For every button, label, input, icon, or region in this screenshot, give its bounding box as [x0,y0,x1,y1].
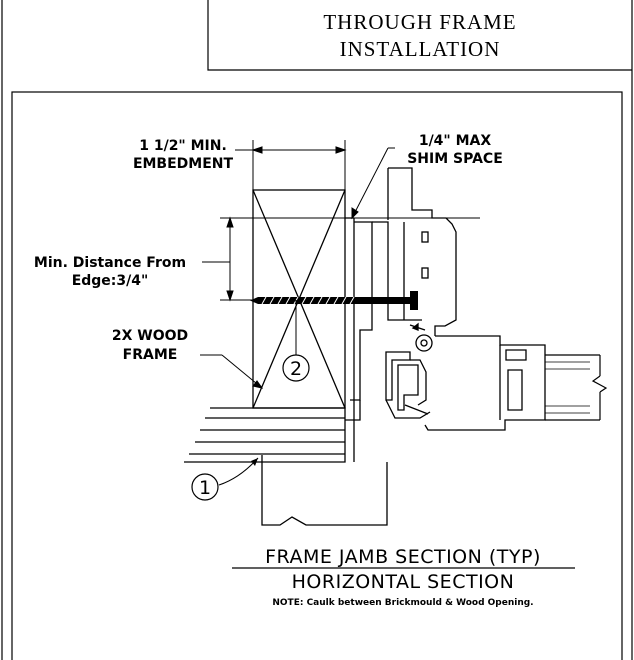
title-block: THROUGH FRAME INSTALLATION [207,0,632,71]
title-line-1: THROUGH FRAME [323,10,516,34]
embedment-label-line-2: EMBEDMENT [133,156,234,172]
installation-screw [250,291,418,310]
wood-frame-leader [200,354,264,389]
caption-subtitle: HORIZONTAL SECTION [292,571,515,593]
glass-unit [545,354,608,421]
edge-distance-dimension [202,216,345,302]
caption-title: FRAME JAMB SECTION (TYP) [265,546,541,568]
caption: FRAME JAMB SECTION (TYP) HORIZONTAL SECT… [232,546,575,608]
marker-1: 1 [191,457,259,501]
embedment-label-line-1: 1 1/2" MIN. [139,138,227,154]
exterior-wall [184,407,388,526]
shim-space-label-line-1: 1/4" MAX [419,133,492,149]
marker-1-label: 1 [199,477,211,499]
embedment-dimension [235,140,347,190]
marker-2: 2 [282,300,310,382]
marker-2-label: 2 [290,358,302,380]
detail-frame [11,91,623,660]
wood-frame-label-line-1: 2X WOOD [112,328,188,344]
edge-distance-label-line-1: Min. Distance From [34,255,186,271]
shim-space-label-line-2: SHIM SPACE [407,151,503,167]
caption-note: NOTE: Caulk between Brickmould & Wood Op… [272,598,533,608]
window-frame [372,167,546,431]
title-line-2: INSTALLATION [340,37,501,61]
shim-and-brickmould [345,217,373,462]
shim-space-leader [345,147,480,220]
wood-frame-label-line-2: FRAME [123,347,178,363]
edge-distance-label-line-2: Edge:3/4" [72,273,149,289]
